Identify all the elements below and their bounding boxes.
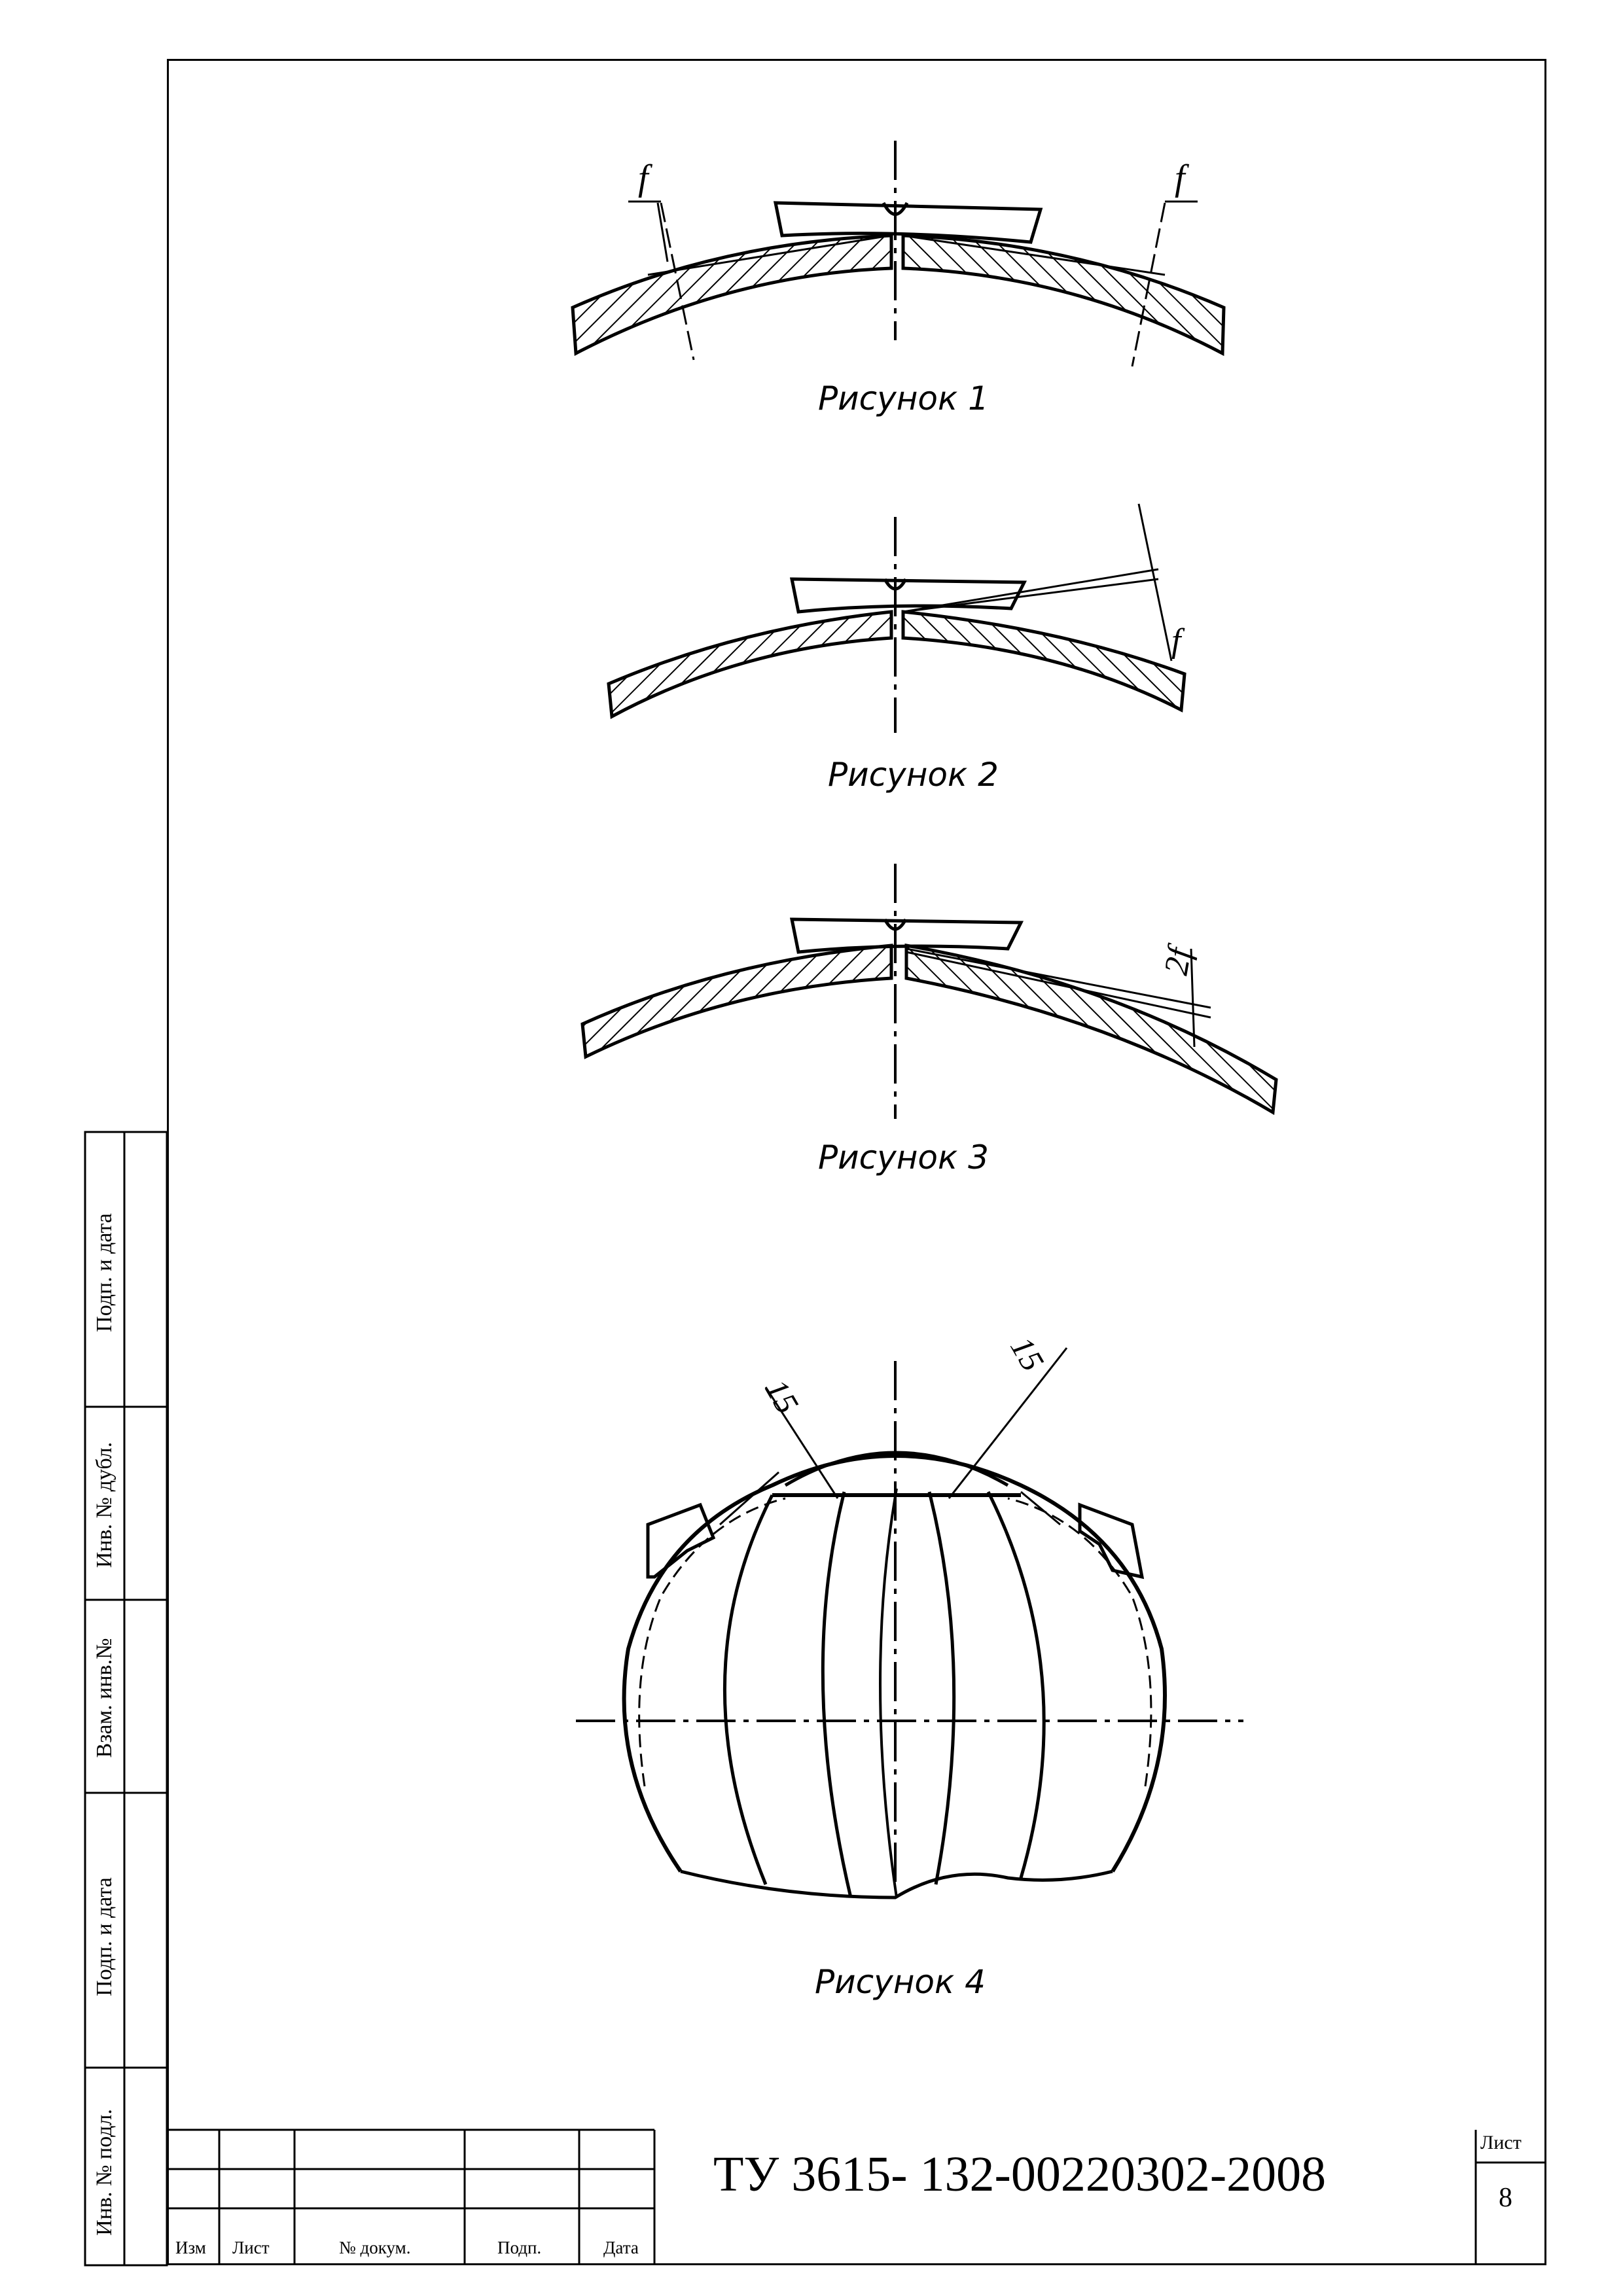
title-col-podp: Подп. [497,2238,542,2257]
title-col-izm: Изм [175,2238,206,2257]
title-col-data: Дата [603,2238,639,2257]
figure-3-caption: Рисунок 3 [818,1139,989,1176]
figure-2-dim: f [1171,622,1181,660]
sheet-label: Лист [1480,2132,1522,2153]
sheet-number: 8 [1499,2183,1512,2213]
title-col-dokum: № докум. [339,2238,411,2257]
figure-2-caption: Рисунок 2 [828,756,999,794]
figure-4-caption: Рисунок 4 [815,1963,986,2001]
document-designation: ТУ 3615- 132-00220302-2008 [713,2147,1327,2202]
figure-1-caption: Рисунок 1 [818,380,989,417]
title-col-list: Лист [232,2238,270,2257]
figure-1-dim-right: f [1175,158,1185,198]
figure-1-dim-left: f [638,158,649,198]
